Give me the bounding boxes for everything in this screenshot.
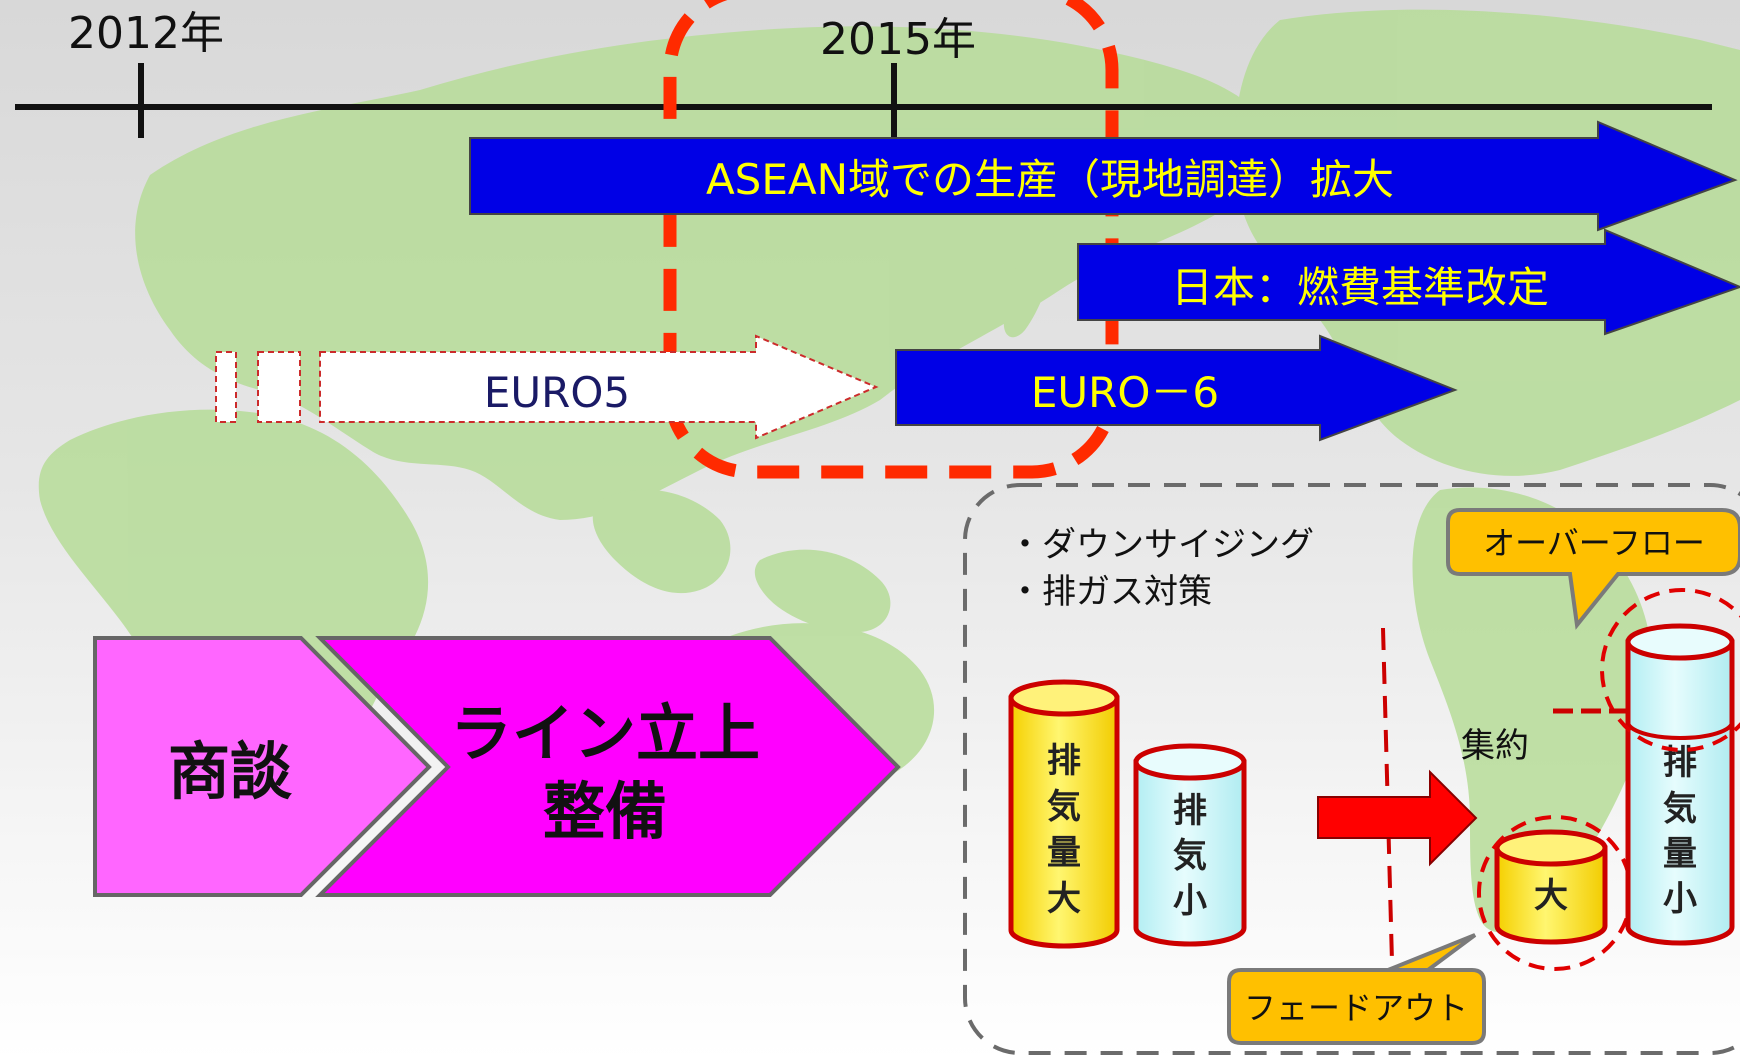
chevron-line-setup-label-2: 整備 <box>543 775 667 848</box>
cyl-output-small-char: 大 <box>1534 876 1568 916</box>
consolidate-label: 集約 <box>1461 726 1529 766</box>
arrow-euro6: EURO－6 <box>895 334 1458 442</box>
cyl-small-char-3: 小 <box>1173 881 1207 921</box>
arrow-asean-label: ASEAN域での生産（現地調達）拡大 <box>706 155 1394 204</box>
chevron-negotiation-label: 商談 <box>168 735 292 808</box>
cylinder-small-displacement: 排 気 小 <box>1133 743 1247 947</box>
arrow-euro5-label: EURO5 <box>484 368 630 417</box>
divider-dashed <box>1381 627 1394 963</box>
process-flow: 商談 ライン立上 整備 <box>93 636 901 897</box>
cyl-large-char-4: 大 <box>1047 879 1081 919</box>
cyl-output-large-char-4: 小 <box>1663 879 1697 919</box>
arrow-asean-production: ASEAN域での生産（現地調達）拡大 <box>469 120 1738 232</box>
highlight-2015-dashed-frame <box>663 0 1119 479</box>
consolidate-arrow <box>1317 769 1478 867</box>
detail-panel: ・ダウンサイジング ・排ガス対策 排 気 量 大 排 気 小 集約 大 <box>963 483 1740 1055</box>
bullet-downsizing: ・ダウンサイジング <box>1008 525 1314 565</box>
highlight-circle-overflow <box>1600 588 1740 752</box>
cyl-small-char-1: 排 <box>1173 791 1207 831</box>
euro5-dash-block-1 <box>215 351 237 423</box>
cyl-output-large-char-3: 量 <box>1663 834 1697 874</box>
detail-panel-frame <box>963 483 1740 1055</box>
year-label-2012: 2012年 <box>68 8 224 59</box>
chevron-negotiation <box>93 636 432 897</box>
chevron-line-setup-label-1: ライン立上 <box>450 697 760 770</box>
chevron-line-setup <box>315 636 901 897</box>
bullet-emission: ・排ガス対策 <box>1008 572 1212 612</box>
euro5-dash-block-2 <box>257 351 301 423</box>
cyl-output-large-char-2: 気 <box>1663 789 1697 829</box>
timeline: 2012年 2015年 <box>15 8 1712 138</box>
cyl-large-char-2: 気 <box>1047 787 1081 827</box>
cyl-large-char-3: 量 <box>1047 833 1081 873</box>
callout-overflow: オーバーフロー <box>1446 508 1740 630</box>
year-label-2015: 2015年 <box>820 14 976 65</box>
arrow-japan-fuel-standard: 日本：燃費基準改定 <box>1077 228 1740 336</box>
arrow-euro5 <box>215 334 879 440</box>
cylinder-output-small: 排 気 量 小 <box>1625 623 1735 946</box>
arrow-euro6-label: EURO－6 <box>1031 368 1219 417</box>
arrow-japan-label: 日本：燃費基準改定 <box>1171 263 1549 312</box>
cylinder-large-displacement: 排 気 量 大 <box>1008 679 1120 949</box>
callout-fadeout: フェードアウト <box>1227 933 1486 1045</box>
callout-fadeout-label: フェードアウト <box>1244 989 1468 1027</box>
callout-overflow-label: オーバーフロー <box>1483 524 1705 562</box>
cyl-small-char-2: 気 <box>1173 836 1207 876</box>
cyl-large-char-1: 排 <box>1047 741 1081 781</box>
cylinder-output-large: 大 <box>1494 829 1608 945</box>
